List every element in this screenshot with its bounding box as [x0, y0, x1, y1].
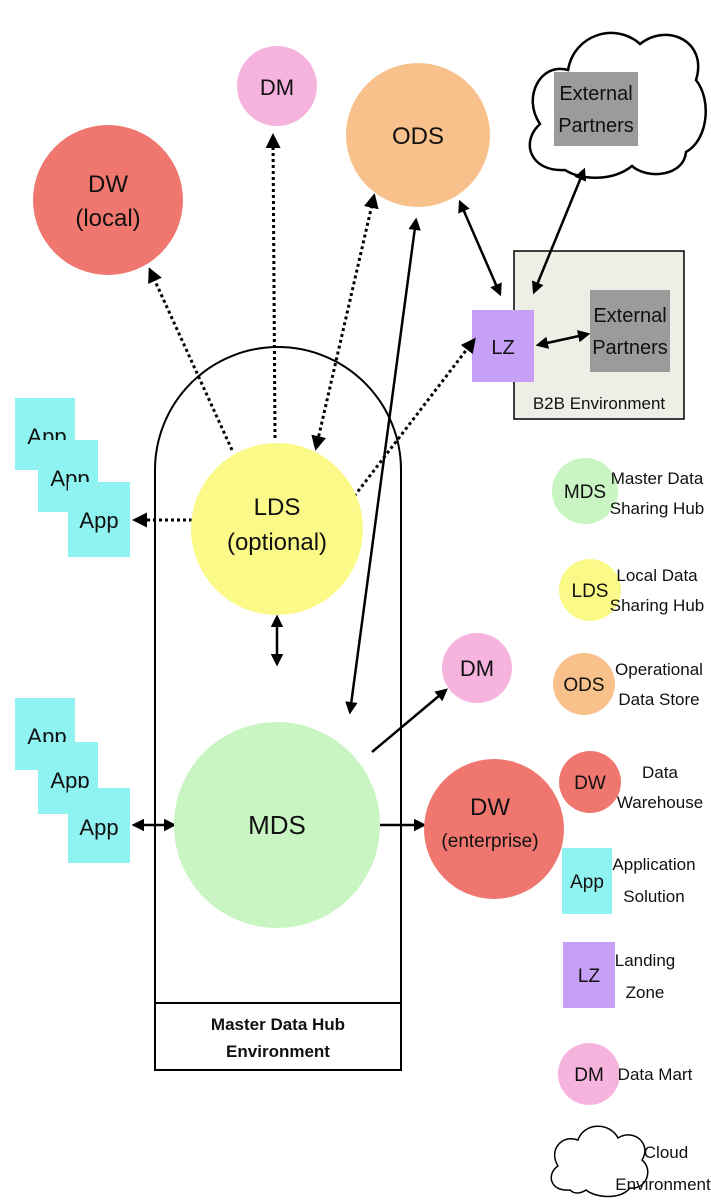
legend-dw-line2: Warehouse — [617, 793, 703, 812]
connector-lz-cloud — [532, 167, 586, 295]
legend-mds-icon — [552, 458, 618, 524]
legend-lz-line1: Landing — [615, 951, 676, 970]
b2b-partners-line2: Partners — [592, 337, 668, 359]
b2b-environment-label: B2B Environment — [533, 394, 666, 413]
cloud-external-partners-box — [554, 72, 638, 146]
connector-lz-b2b-partners — [535, 330, 591, 349]
legend-mds-line2: Sharing Hub — [610, 499, 705, 518]
dm-right-label: DM — [460, 656, 494, 681]
legend-lz-line2: Zone — [626, 983, 665, 1002]
legend-app-line2: Solution — [623, 887, 684, 906]
cloud-partners-line1: External — [559, 83, 632, 105]
dm-right-node — [442, 633, 512, 703]
legend-lds-icon — [559, 559, 621, 621]
cloud-partners-line2: Partners — [558, 115, 634, 137]
dw-local-line1: DW — [88, 171, 128, 198]
legend: MDS Master Data Sharing Hub LDS Local Da… — [550, 458, 711, 1198]
lds-line2: (optional) — [227, 529, 327, 556]
dw-enterprise-line2: (enterprise) — [441, 831, 538, 852]
dw-local-node — [33, 125, 183, 275]
legend-app-abbr: App — [570, 872, 604, 893]
legend-lds-line1: Local Data — [616, 566, 698, 585]
legend-app-line1: Application — [612, 855, 695, 874]
connector-lds-dw-local — [148, 267, 234, 451]
legend-cloud-icon — [550, 1125, 649, 1198]
legend-ods-icon — [553, 653, 615, 715]
lds-line1: LDS — [254, 494, 301, 521]
hub-label-line2: Environment — [226, 1042, 330, 1061]
lz-box — [472, 310, 534, 382]
legend-lds-line2: Sharing Hub — [610, 596, 705, 615]
connector-lds-ods — [311, 193, 379, 451]
legend-cloud-line1: Cloud — [644, 1143, 688, 1162]
connector-mds-dm-right — [371, 688, 448, 753]
legend-dw-line1: Data — [642, 763, 678, 782]
legend-app-icon — [562, 848, 612, 914]
legend-dm-abbr: DM — [574, 1065, 604, 1086]
dw-enterprise-line1: DW — [470, 794, 510, 821]
legend-mds-abbr: MDS — [564, 482, 606, 503]
connector-ods-lz — [458, 199, 502, 297]
legend-dw-abbr: DW — [574, 773, 606, 794]
connector-mds-ods — [345, 217, 421, 715]
legend-mds-line1: Master Data — [611, 469, 704, 488]
lz-label: LZ — [491, 337, 514, 359]
legend-dm-line1: Data Mart — [618, 1065, 693, 1084]
app-card-lower-3 — [68, 788, 130, 863]
lds-node — [191, 443, 363, 615]
dm-top-node — [237, 46, 317, 126]
connector-lds-lz — [334, 337, 476, 523]
legend-ods-abbr: ODS — [563, 675, 604, 696]
ods-label: ODS — [392, 123, 444, 150]
legend-dw-icon — [559, 751, 621, 813]
mds-node — [174, 722, 380, 928]
legend-lds-abbr: LDS — [572, 581, 609, 602]
app-card-lower-3-label: App — [79, 815, 118, 840]
dm-top-label: DM — [260, 75, 294, 100]
b2b-partners-line1: External — [593, 305, 666, 327]
connector-lds-dm-top — [265, 133, 281, 439]
app-card-upper-3-label: App — [79, 508, 118, 533]
legend-ods-line2: Data Store — [618, 690, 699, 709]
dw-enterprise-node — [424, 759, 564, 899]
app-card-upper-3 — [68, 482, 130, 557]
legend-lz-abbr: LZ — [578, 966, 601, 987]
legend-cloud-line2: Environment — [615, 1175, 711, 1194]
legend-ods-line1: Operational — [615, 660, 703, 679]
hub-label-line1: Master Data Hub — [211, 1015, 345, 1034]
legend-lz-icon — [563, 942, 615, 1008]
legend-dm-icon — [558, 1043, 620, 1105]
b2b-external-partners-box — [590, 290, 670, 372]
dw-local-line2: (local) — [75, 205, 140, 232]
mds-label: MDS — [248, 810, 306, 840]
ods-node — [346, 63, 490, 207]
